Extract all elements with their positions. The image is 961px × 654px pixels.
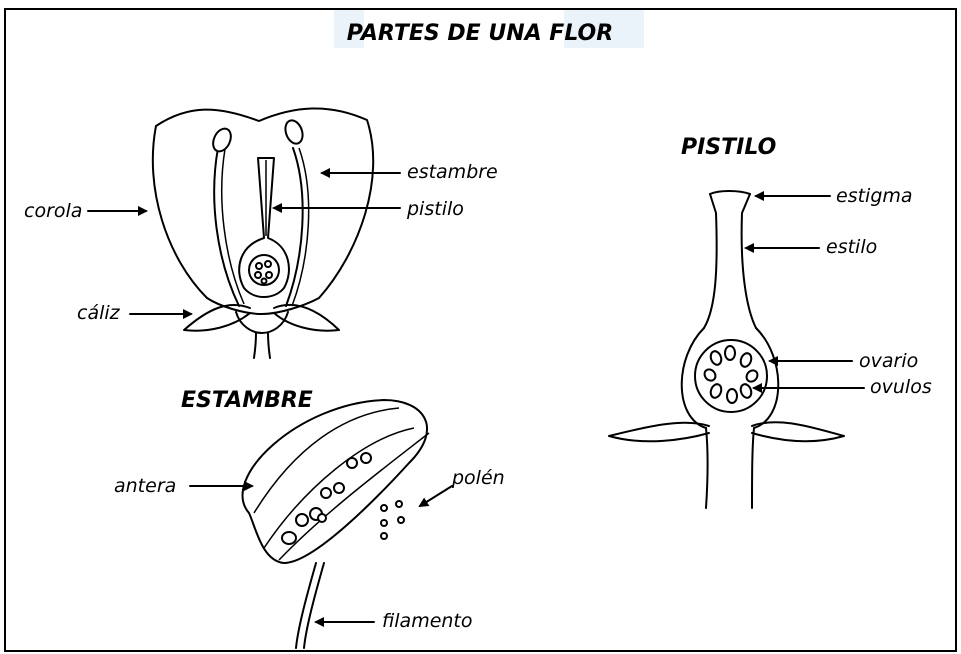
label-ovario: ovario	[859, 350, 918, 372]
pistil-stigma	[710, 191, 750, 194]
label-polen: polén	[451, 467, 505, 489]
diagram-border	[5, 9, 956, 651]
right-sepal	[274, 305, 339, 331]
pistil-style	[704, 194, 756, 328]
label-caliz: cáliz	[77, 302, 121, 324]
label-pistilo-flower: pistilo	[406, 198, 464, 220]
pistil-right-sepal	[752, 422, 844, 441]
label-antera: antera	[114, 475, 176, 497]
label-estigma: estigma	[836, 185, 913, 207]
label-filamento: filamento	[382, 610, 473, 632]
label-corola: corola	[24, 200, 82, 222]
label-estilo: estilo	[826, 236, 877, 258]
receptacle-shape	[236, 312, 288, 333]
label-ovulos: ovulos	[870, 376, 932, 398]
page-title: PARTES DE UNA FLOR	[347, 21, 613, 46]
arrow-polen	[420, 486, 452, 506]
flower-stem	[254, 333, 270, 358]
left-sepal	[184, 305, 250, 331]
loose-pollen	[381, 501, 404, 539]
heading-estambre: ESTAMBRE	[181, 388, 313, 413]
pistil-illustration	[609, 191, 844, 508]
diagram-canvas: PARTES DE UNA FLOR corola cáliz estambre…	[4, 8, 957, 652]
flower-illustration	[153, 108, 373, 358]
stamen-filament	[296, 563, 324, 648]
anther-ridge-3	[279, 433, 429, 560]
pistil-stalk	[706, 428, 754, 508]
anther-pollen-grains	[282, 453, 371, 544]
pistil-left-sepal	[609, 423, 709, 442]
right-anther	[282, 118, 305, 146]
label-estambre: estambre	[407, 161, 498, 183]
heading-pistilo: PISTILO	[681, 135, 776, 160]
left-anther	[210, 126, 235, 155]
